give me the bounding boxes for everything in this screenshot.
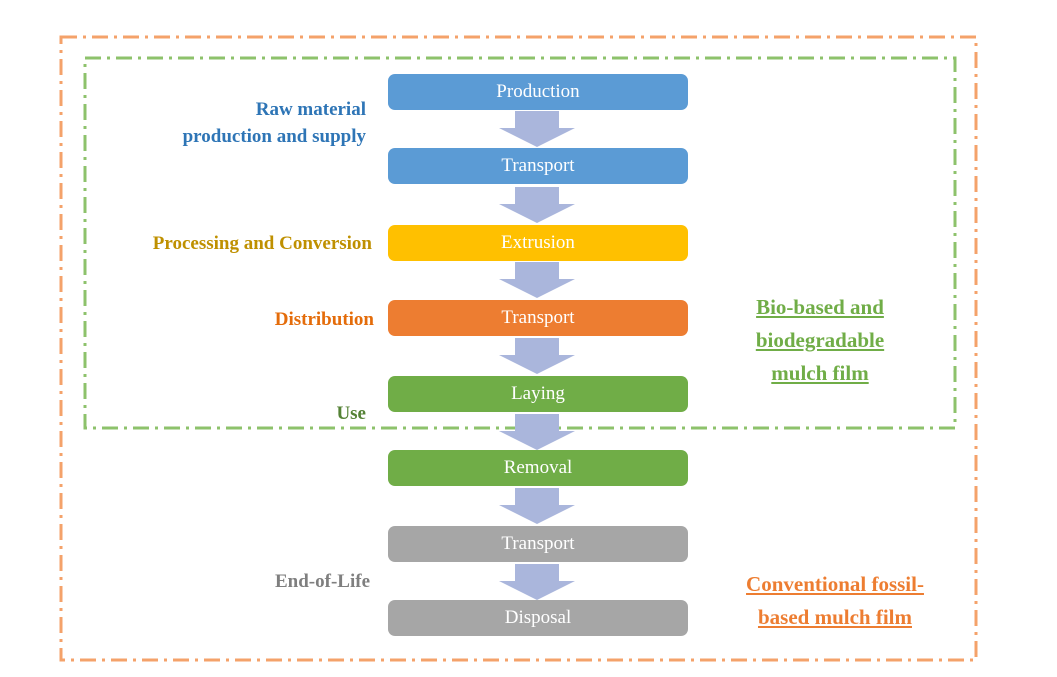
scope-bio-line3: mulch film	[771, 361, 869, 385]
stage-disposal: Disposal	[388, 600, 688, 636]
phase-processing: Processing and Conversion	[152, 233, 372, 254]
flow-arrow-down-icon	[499, 111, 575, 147]
stage-production: Production	[388, 74, 688, 110]
stage-transport-supply: Transport	[388, 148, 688, 184]
scope-fossil-line1: Conventional fossil-	[746, 572, 924, 596]
scope-fossil-label: Conventional fossil- based mulch film	[700, 568, 970, 634]
scope-fossil-line2: based mulch film	[757, 605, 912, 629]
flow-arrow-down-icon	[499, 338, 575, 374]
scope-bio-line1: Bio-based and	[756, 295, 884, 319]
phase-end-of-life: End-of-Life	[275, 571, 370, 592]
stage-transport-distribution: Transport	[388, 300, 688, 336]
scope-bio-based-label: Bio-based and biodegradable mulch film	[700, 291, 940, 390]
flow-arrow-down-icon	[499, 564, 575, 600]
stage-transport-end-of-life: Transport	[388, 526, 688, 562]
stage-laying: Laying	[388, 376, 688, 412]
phase-raw-material: Raw material production and supply	[130, 96, 366, 150]
phase-use: Use	[336, 403, 366, 424]
phase-raw-material-line2: production and supply	[182, 126, 366, 147]
phase-distribution: Distribution	[274, 309, 374, 330]
flow-arrow-down-icon	[499, 187, 575, 223]
flow-arrow-down-icon	[499, 488, 575, 524]
flow-arrow-down-icon	[499, 414, 575, 450]
stage-removal: Removal	[388, 450, 688, 486]
flow-arrow-down-icon	[499, 262, 575, 298]
scope-bio-line2: biodegradable	[755, 328, 885, 352]
stage-extrusion: Extrusion	[388, 225, 688, 261]
phase-raw-material-line1: Raw material	[255, 99, 366, 120]
fossil-boundary-frame	[59, 35, 978, 662]
